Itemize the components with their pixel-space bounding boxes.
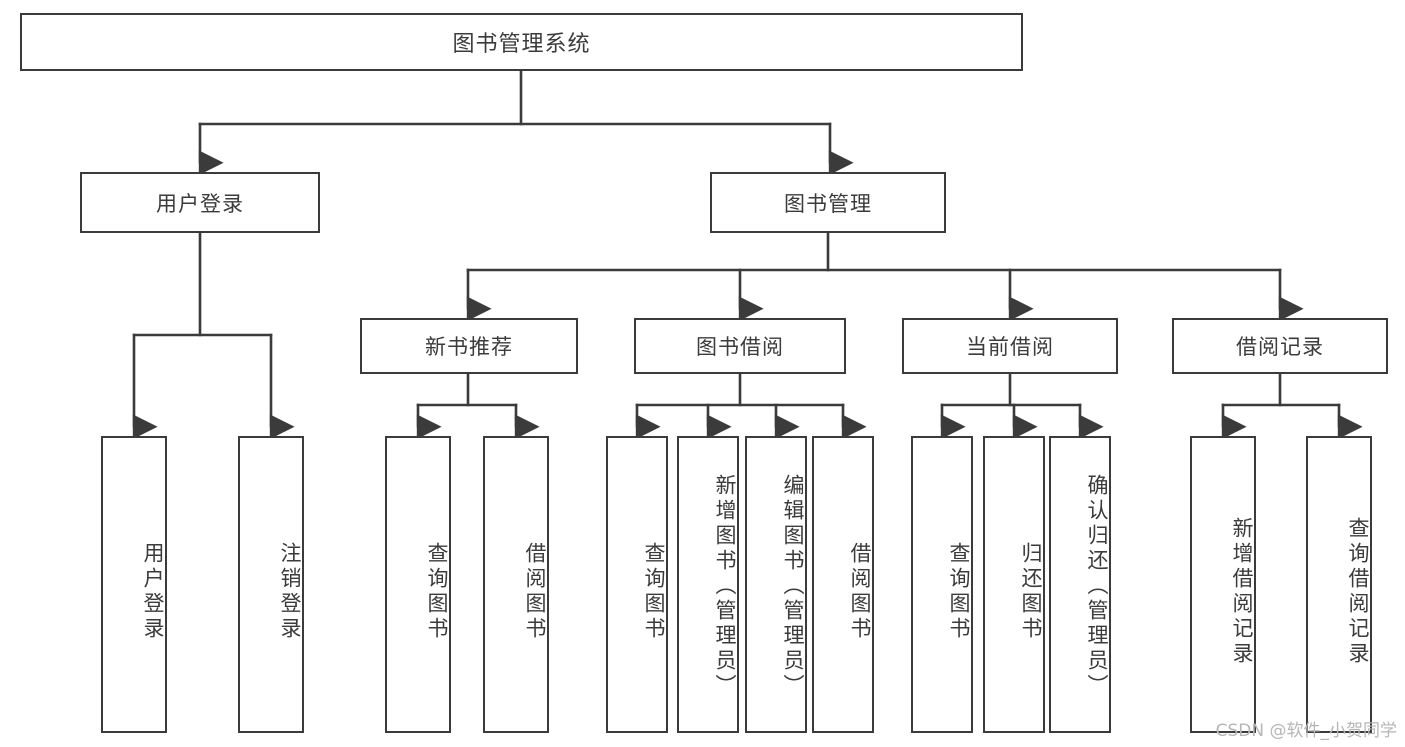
node-root[interactable]: 图书管理系统: [20, 13, 1023, 71]
leaf-add-book-admin[interactable]: 新增图书（管理员）: [677, 436, 739, 733]
node-label: 查询借阅记录: [1346, 516, 1370, 667]
node-label: 当前借阅: [966, 335, 1054, 359]
leaf-add-borrow-record[interactable]: 新增借阅记录: [1190, 436, 1256, 733]
node-label: 图书管理: [784, 191, 872, 216]
node-current-borrow[interactable]: 当前借阅: [902, 318, 1118, 374]
node-label: 新增借阅记录: [1230, 516, 1254, 667]
leaf-query-book-recommend[interactable]: 查询图书: [385, 436, 451, 733]
node-label: 用户登录: [141, 541, 165, 642]
leaf-edit-book-admin[interactable]: 编辑图书（管理员）: [745, 436, 807, 733]
node-label: 用户登录: [156, 191, 244, 216]
node-label: 新增图书（管理员）: [713, 474, 737, 699]
leaf-confirm-return-admin[interactable]: 确认归还（管理员）: [1049, 436, 1111, 733]
node-label: 查询图书: [642, 541, 666, 642]
node-label: 归还图书: [1019, 541, 1043, 642]
node-label: 编辑图书（管理员）: [781, 474, 805, 699]
node-borrow-records[interactable]: 借阅记录: [1172, 318, 1388, 374]
node-label: 借阅图书: [523, 541, 547, 642]
node-new-book-recommendation[interactable]: 新书推荐: [360, 318, 578, 374]
node-label: 确认归还（管理员）: [1085, 474, 1109, 699]
node-label: 新书推荐: [425, 335, 513, 359]
node-book-borrow[interactable]: 图书借阅: [634, 318, 846, 374]
leaf-user-login[interactable]: 用户登录: [101, 436, 167, 733]
node-label: 查询图书: [947, 541, 971, 642]
node-label: 图书管理系统: [452, 32, 591, 57]
node-label: 注销登录: [278, 541, 302, 642]
node-user-login[interactable]: 用户登录: [80, 172, 320, 233]
node-label: 借阅记录: [1236, 335, 1324, 359]
leaf-query-book-borrow[interactable]: 查询图书: [606, 436, 668, 733]
leaf-query-borrow-record[interactable]: 查询借阅记录: [1306, 436, 1372, 733]
node-label: 查询图书: [425, 541, 449, 642]
node-book-management[interactable]: 图书管理: [710, 172, 946, 233]
leaf-return-book[interactable]: 归还图书: [983, 436, 1045, 733]
leaf-user-logout[interactable]: 注销登录: [238, 436, 304, 733]
node-label: 借阅图书: [848, 541, 872, 642]
leaf-borrow-book-recommend[interactable]: 借阅图书: [483, 436, 549, 733]
csdn-watermark: CSDN @软件_小贺同学: [1215, 721, 1397, 741]
node-label: 图书借阅: [696, 335, 784, 359]
leaf-borrow-book[interactable]: 借阅图书: [812, 436, 874, 733]
leaf-query-book-current[interactable]: 查询图书: [911, 436, 973, 733]
